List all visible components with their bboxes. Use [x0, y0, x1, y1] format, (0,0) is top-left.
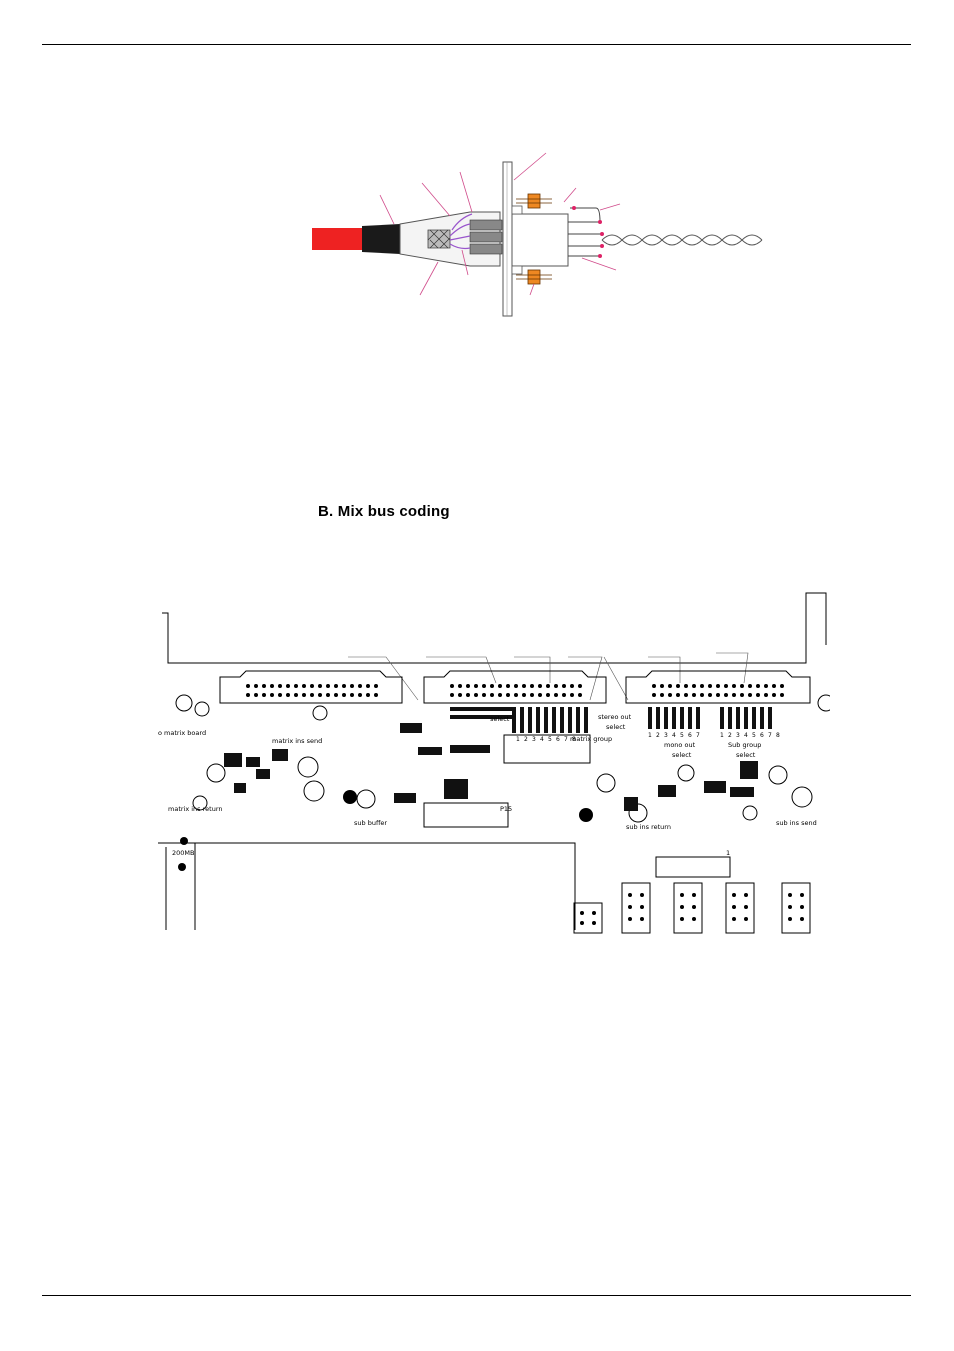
connector-p15: [423, 802, 509, 828]
mid-num-4: 4: [540, 736, 544, 743]
ref-1-label: 1: [726, 849, 730, 857]
sub-buffer-label: sub buffer: [354, 819, 387, 827]
mono-out-label-1: mono out: [664, 741, 696, 749]
leader-5: [563, 187, 577, 203]
mid-num-1: 1: [516, 736, 520, 743]
section-heading: B. Mix bus coding: [318, 503, 450, 520]
sub-num-6: 6: [760, 732, 764, 739]
conductor-2: [469, 231, 503, 243]
stereo-out-label-1: stereo out: [598, 713, 632, 721]
matrix-board-label: o matrix board: [158, 729, 206, 737]
sub-num-7: 7: [768, 732, 772, 739]
top-rule: [42, 44, 911, 45]
mono-num-3: 3: [664, 732, 668, 739]
mono-num-7: 7: [696, 732, 700, 739]
bottom-rule: [42, 1295, 911, 1296]
leader-9: [461, 249, 469, 276]
leader-1: [379, 194, 395, 225]
matrix-select-label: select: [490, 715, 510, 723]
mid-num-5: 5: [548, 736, 552, 743]
header-mid: [423, 670, 607, 704]
sub-num-2: 2: [728, 732, 732, 739]
mono-num-2: 2: [656, 732, 660, 739]
mount-hole-left: [343, 790, 357, 804]
matrix-ins-return-label: matrix ins return: [168, 805, 223, 813]
header-right: [625, 670, 811, 704]
mid-num-7: 7: [564, 736, 568, 743]
ic-packages: [224, 723, 758, 811]
mid-num-2: 2: [524, 736, 528, 743]
sub-num-5: 5: [752, 732, 756, 739]
connector-body: [511, 213, 569, 267]
header-right-pins: [652, 684, 784, 697]
mid-num-3: 3: [532, 736, 536, 743]
sub-num-3: 3: [736, 732, 740, 739]
mix-bus-board-diagram: stereo out select matrix group select mo…: [158, 592, 830, 934]
mono-num-5: 5: [680, 732, 684, 739]
sub-group-label-2: select: [736, 751, 756, 759]
bolt-top: [527, 193, 541, 209]
header-left-pins: [246, 684, 378, 697]
jumper-blocks-right: [648, 707, 772, 729]
matrix-ins-send-label: matrix ins send: [272, 737, 322, 745]
conductor-1: [469, 219, 503, 231]
ref-p15-label: P15: [500, 805, 512, 813]
mono-num-6: 6: [688, 732, 692, 739]
panel-plate: [502, 161, 513, 317]
ref-200mb-label: 200MB: [172, 849, 194, 857]
mid-num-6: 6: [556, 736, 560, 743]
jumper-blocks-mid: [450, 707, 588, 733]
mono-num-4: 4: [672, 732, 676, 739]
leader-4: [513, 152, 547, 181]
leader-6: [599, 203, 621, 211]
leader-7: [581, 257, 617, 271]
bolt-bottom: [527, 269, 541, 285]
stereo-out-label-2: select: [606, 723, 626, 731]
board-outline: [162, 592, 826, 664]
sub-ins-send-label: sub ins send: [776, 819, 817, 827]
mount-hole-right: [579, 808, 593, 822]
header-left: [219, 670, 403, 704]
leader-10: [529, 283, 535, 296]
leader-2: [421, 182, 451, 217]
sub-num-4: 4: [744, 732, 748, 739]
mid-num-8: 8: [572, 736, 576, 743]
conductor-3: [469, 243, 503, 255]
mono-out-label-2: select: [672, 751, 692, 759]
mono-num-1: 1: [648, 732, 652, 739]
sub-ins-return-label: sub ins return: [626, 823, 671, 831]
connector-right: [655, 856, 731, 878]
header-mid-pins: [450, 684, 582, 697]
cable-connector-diagram: [312, 152, 763, 317]
sub-num-8: 8: [776, 732, 780, 739]
leader-8: [419, 261, 439, 296]
sub-num-1: 1: [720, 732, 724, 739]
leader-3: [459, 171, 473, 213]
matrix-group-label: matrix group: [570, 735, 612, 743]
connector-lower: [503, 734, 591, 764]
sub-group-label-1: Sub group: [728, 741, 761, 749]
